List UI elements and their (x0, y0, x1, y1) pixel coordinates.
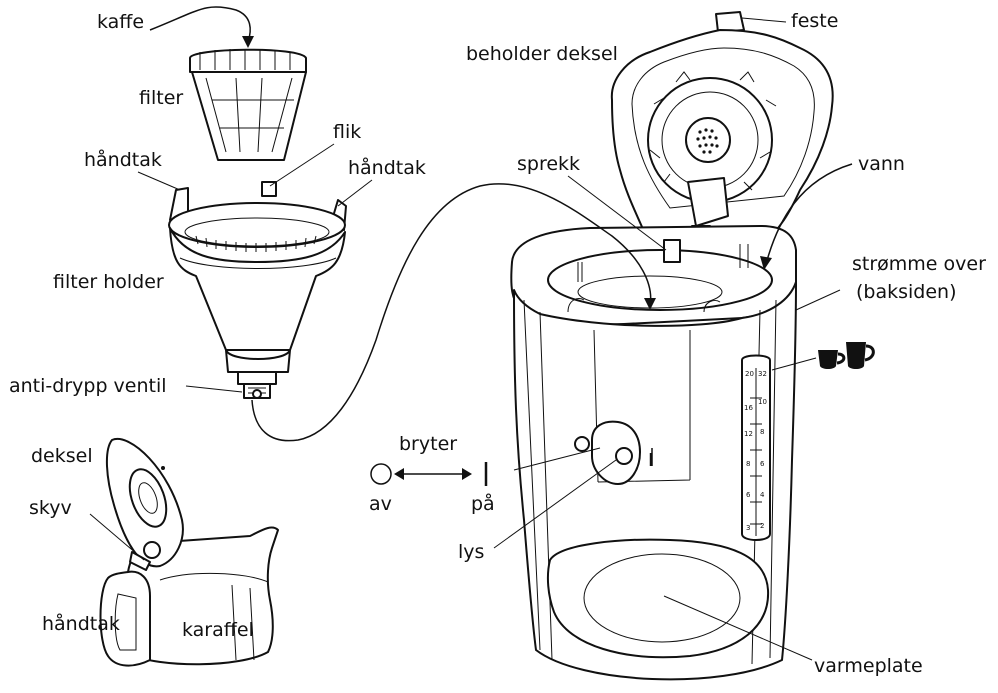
skyv-leader (89, 513, 145, 561)
off-symbol-icon (370, 463, 392, 485)
label-anti-drypp: anti-drypp ventil (9, 375, 167, 397)
label-vann: vann (858, 153, 905, 175)
label-skyv: skyv (29, 497, 72, 519)
cups-leader (771, 357, 817, 371)
carafe (99, 437, 279, 667)
label-lys: lys (458, 541, 484, 563)
label-pa: på (471, 492, 495, 515)
feste-leader (741, 17, 787, 23)
scale-left-3: 6 (746, 491, 751, 499)
reservoir-lid (610, 11, 834, 249)
scale-left-2: 8 (746, 460, 750, 468)
filter-holder (168, 181, 347, 399)
coffee-maker-body: 20 32 16 12 8 6 3 10 8 6 4 2 (510, 225, 797, 681)
scale-left-1: 12 (744, 430, 753, 438)
cup-large-icon (846, 342, 875, 369)
label-flik: flik (333, 121, 361, 143)
water-path (251, 183, 652, 442)
kaffe-arrow (149, 6, 251, 43)
double-arrow-right-head (462, 468, 472, 480)
label-karaffel: karaffel (182, 619, 254, 641)
anti-drypp-leader (185, 385, 243, 393)
label-handtak-left: håndtak (84, 148, 162, 171)
bryter-leader (513, 447, 601, 471)
handtak-right-leader (337, 179, 373, 207)
vann-arrowhead (760, 256, 772, 270)
kaffe-arrowhead (242, 36, 254, 48)
sprekk-leader (567, 175, 667, 251)
scale-header-left: 20 (745, 370, 754, 378)
label-deksel: deksel (31, 445, 93, 467)
cup-small-icon (818, 350, 846, 369)
label-handtak-right: håndtak (348, 156, 426, 179)
label-handtak-karaffel: håndtak (42, 612, 120, 635)
label-av: av (369, 493, 392, 515)
scale-right-1: 8 (760, 428, 764, 436)
flik-leader (269, 143, 335, 187)
label-beholder-deksel: beholder deksel (466, 43, 618, 65)
scale-header-right: 32 (758, 370, 767, 378)
water-path-arrowhead (644, 298, 656, 310)
scale-left-0: 16 (744, 404, 753, 412)
label-filter-holder: filter holder (53, 271, 164, 293)
scale-right-4: 2 (760, 522, 764, 530)
vann-arrow (765, 163, 853, 265)
scale-right-0: 10 (758, 398, 767, 406)
handtak-left-leader (137, 171, 181, 191)
label-bryter: bryter (399, 433, 457, 455)
double-arrow-left-head (394, 468, 404, 480)
label-sprekk: sprekk (517, 153, 580, 175)
stromme-over-leader (795, 289, 841, 311)
label-kaffe: kaffe (97, 11, 144, 33)
filter-basket (189, 48, 307, 161)
scale-right-2: 6 (760, 460, 765, 468)
label-baksiden: (baksiden) (856, 281, 957, 303)
label-feste: feste (791, 10, 838, 32)
label-filter: filter (139, 87, 183, 109)
label-stromme-over: strømme over (852, 253, 986, 275)
switch-on-mark: I (648, 450, 653, 471)
label-varmeplate: varmeplate (814, 655, 923, 677)
varmeplate-leader (663, 595, 813, 661)
lys-leader (493, 459, 617, 549)
scale-left-4: 3 (746, 524, 750, 532)
scale-right-3: 4 (760, 491, 765, 499)
